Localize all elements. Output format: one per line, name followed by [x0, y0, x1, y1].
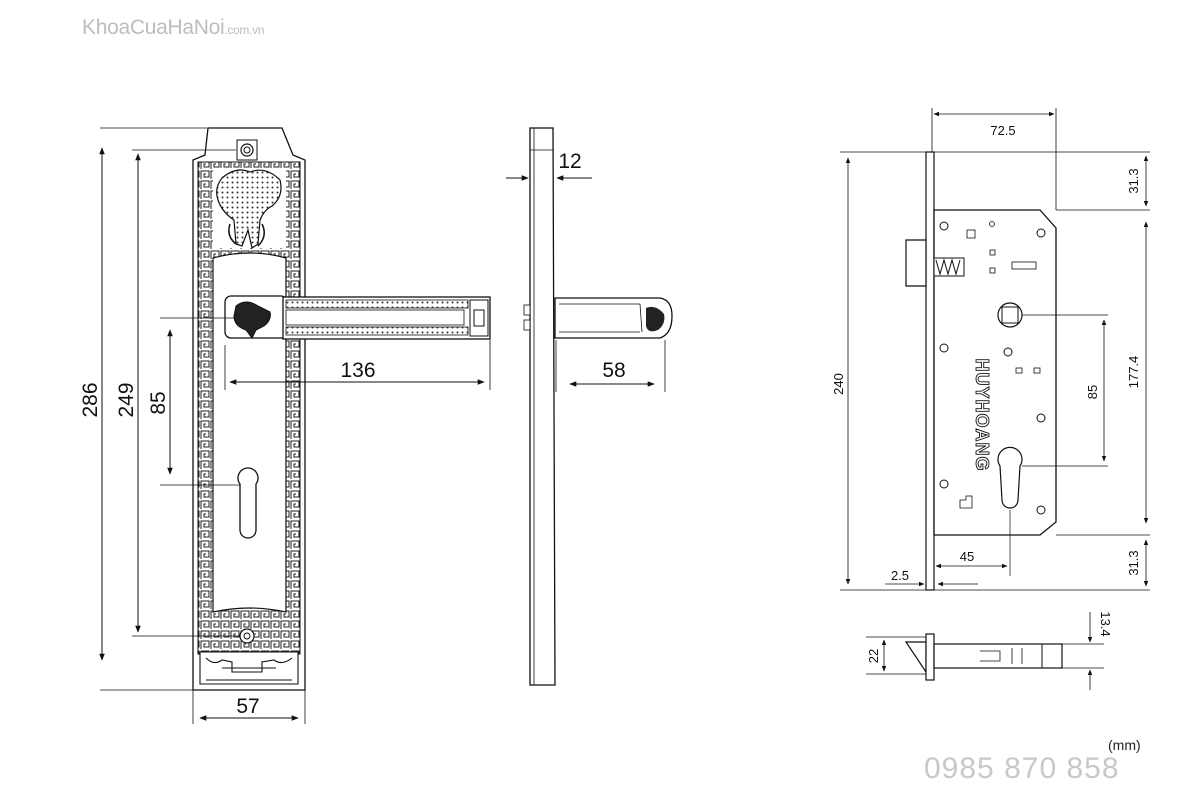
dim-mortise-top-offset: 31.3 [1126, 168, 1141, 193]
dim-faceplate-thickness: 2.5 [891, 568, 909, 583]
lever-knob-icon [233, 301, 271, 339]
dim-mortise-height: 240 [831, 373, 846, 395]
brand-name: KhoaCuaHaNoi [82, 16, 225, 39]
brand-watermark: KhoaCuaHaNoi.com.vn [82, 16, 265, 40]
dim-handle-center: 85 [147, 391, 170, 414]
dim-handle-width: 57 [236, 695, 259, 718]
handle-side-view [523, 127, 673, 686]
latch-dimensions [866, 612, 1104, 690]
unit-label: (mm) [1108, 737, 1141, 753]
mortise-lock-body [905, 151, 1057, 591]
dim-lever-length: 136 [340, 359, 375, 382]
dim-latch-height: 22 [866, 649, 881, 663]
dim-mortise-width: 72.5 [990, 123, 1015, 138]
mortise-dimensions [840, 108, 1150, 591]
dim-side-projection: 58 [602, 359, 625, 382]
dim-mortise-center: 85 [1085, 385, 1100, 399]
latch-top-view [904, 633, 1063, 681]
side-view-dimensions [506, 175, 666, 392]
keyhole-icon [237, 467, 259, 539]
dim-handle-height: 286 [79, 382, 102, 417]
brand-domain: .com.vn [224, 23, 265, 37]
handle-plate-dimensions [99, 127, 491, 724]
dim-mortise-bottom-offset: 31.3 [1126, 550, 1141, 575]
elephant-ornament-icon [216, 169, 282, 249]
dim-side-thickness: 12 [558, 150, 581, 173]
dim-latch-offset: 13.4 [1098, 611, 1113, 636]
phone-watermark: 0985 870 858 [924, 752, 1120, 785]
dim-handle-height-inner: 249 [115, 382, 138, 417]
dim-mortise-backset: 45 [960, 549, 974, 564]
handle-plate-front [192, 127, 491, 691]
dim-mortise-case-height: 177.4 [1126, 356, 1141, 389]
lock-brand-label: HUYHOANG [972, 358, 992, 471]
